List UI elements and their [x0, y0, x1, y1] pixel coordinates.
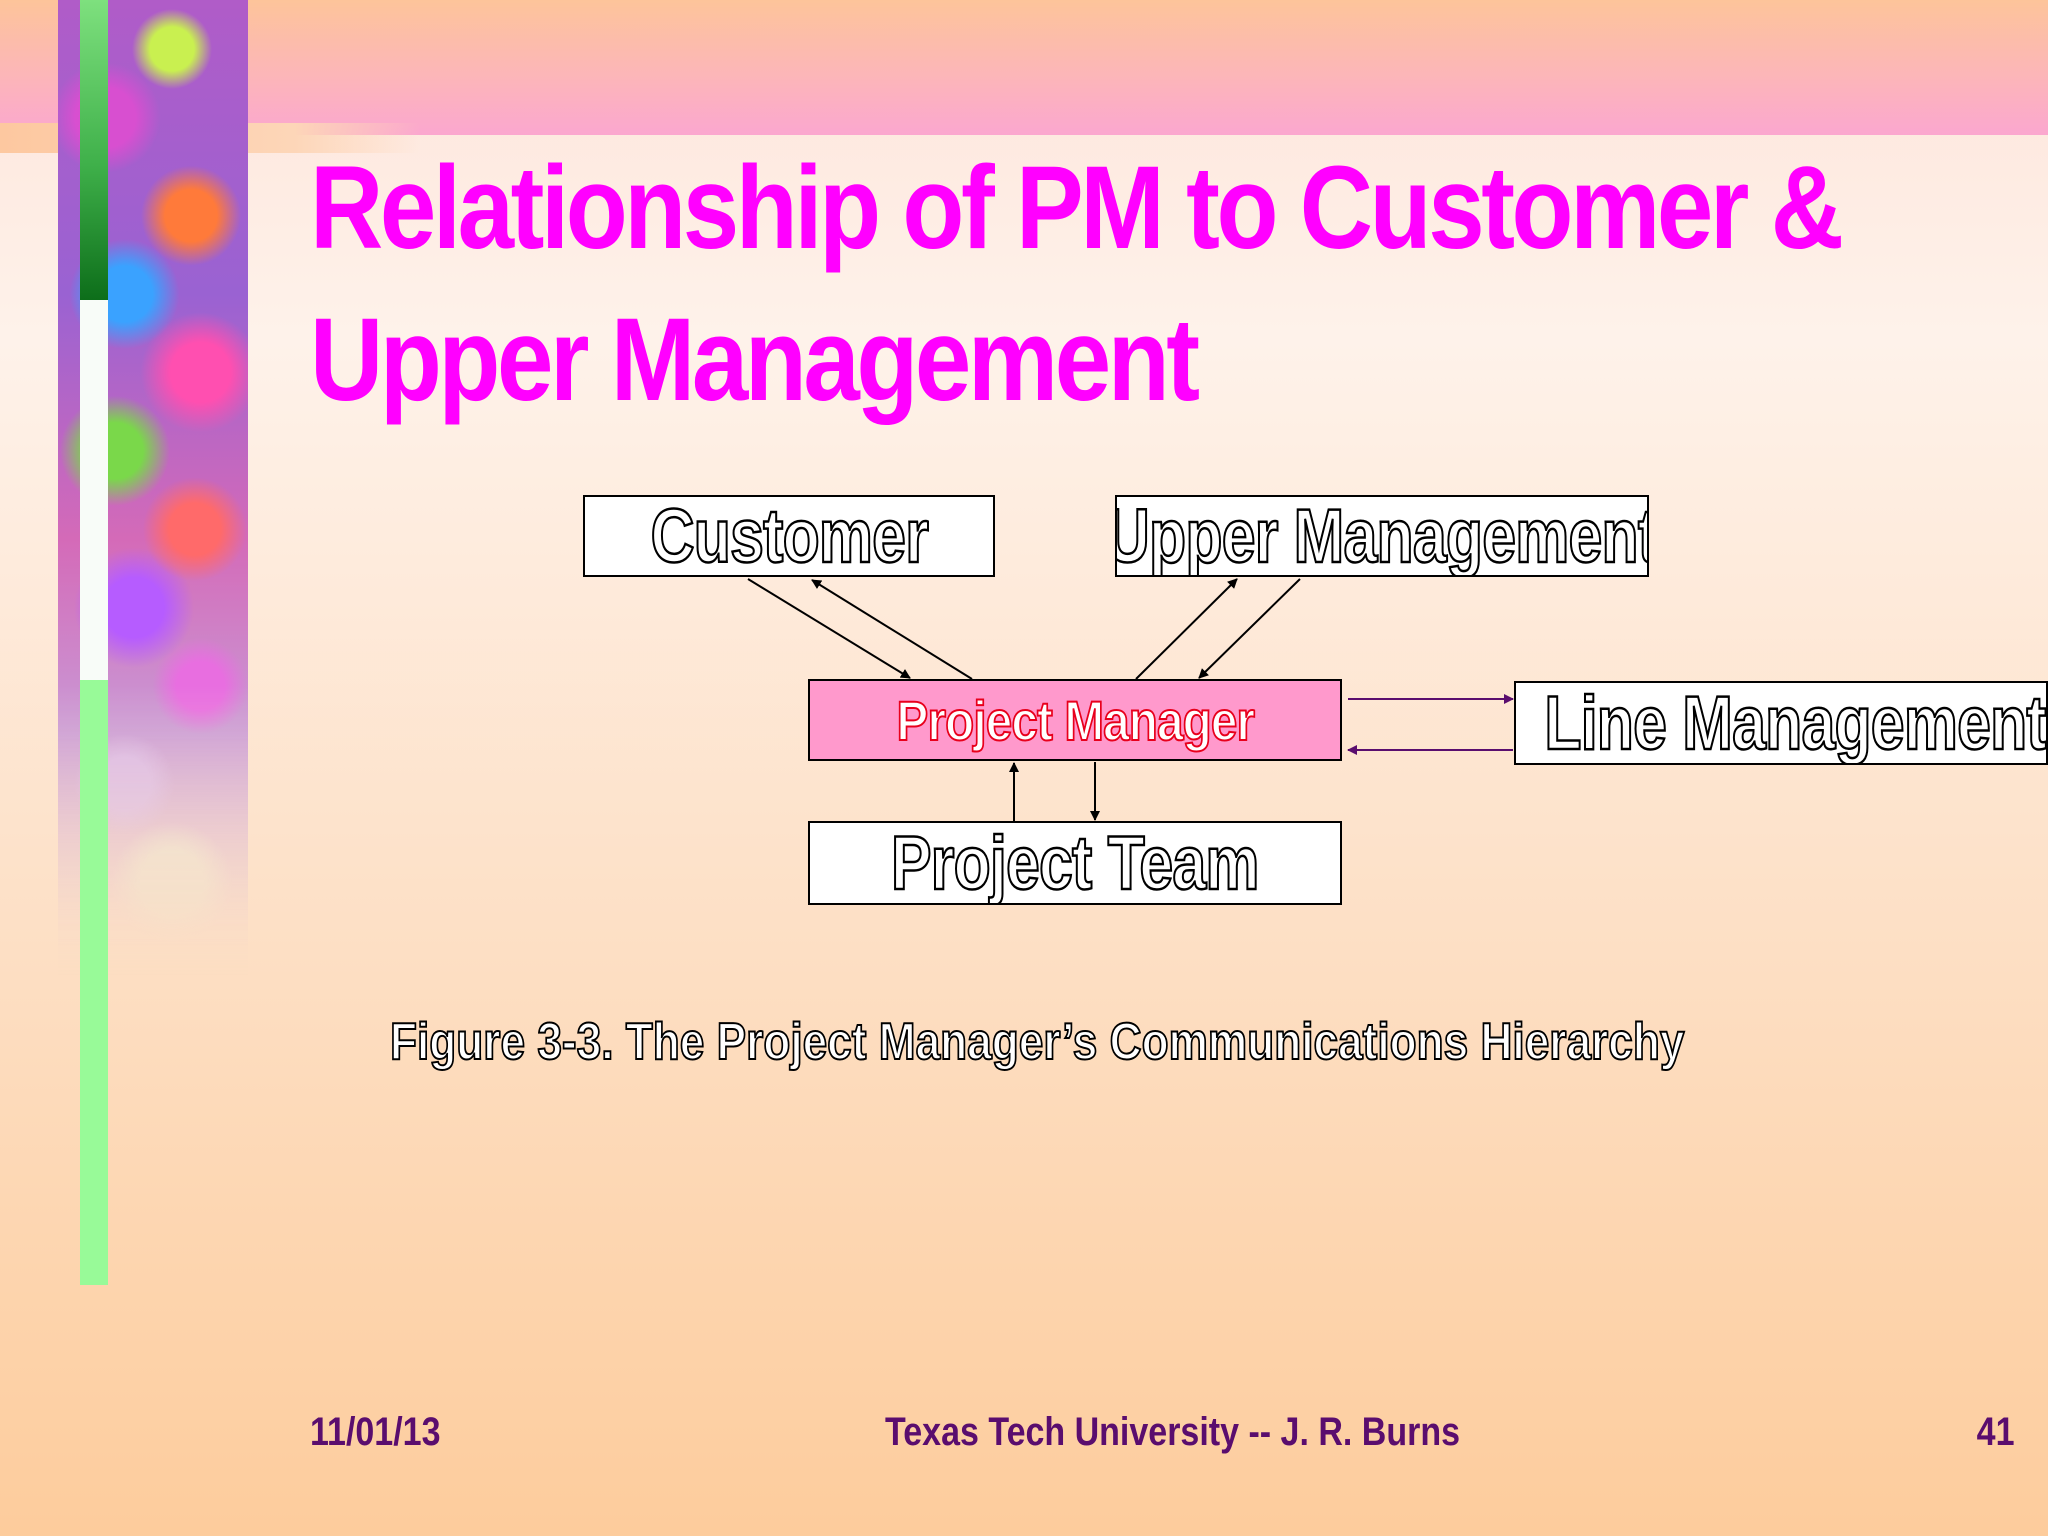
slide-title: Relationship of PM to Customer & Upper M… [310, 132, 1844, 436]
arrow-pm-to-customer [811, 579, 973, 680]
line-management-box: Line Management [1514, 681, 2048, 765]
slide-title-line-2: Upper Management [310, 294, 1200, 426]
top-band [0, 0, 2048, 135]
white-accent-stripe [80, 300, 108, 680]
figure-caption: Figure 3-3. The Project Manager’s Commun… [389, 1012, 1685, 1072]
footer-author: Texas Tech University -- J. R. Burns [885, 1410, 1461, 1454]
customer-label: Customer [649, 495, 929, 577]
project-manager-label: Project Manager [895, 688, 1255, 753]
project-team-box: Project Team [808, 821, 1342, 905]
arrow-pm-to-upper-management [1135, 578, 1238, 680]
upper-management-label: Upper Management [1115, 495, 1649, 577]
project-team-label: Project Team [890, 821, 1261, 905]
page-number: 41 [1976, 1410, 2014, 1454]
footer-date: 11/01/13 [310, 1410, 441, 1454]
green-accent-stripe [80, 0, 108, 300]
slide-title-line-1: Relationship of PM to Customer & [310, 142, 1844, 274]
project-manager-box: Project Manager [808, 679, 1342, 761]
arrow-upper-management-to-pm [1198, 578, 1301, 679]
arrow-customer-to-pm [747, 578, 911, 679]
upper-management-box: Upper Management [1115, 495, 1649, 577]
light-green-accent-stripe [80, 680, 108, 1285]
line-management-label: Line Management [1543, 681, 2046, 765]
customer-box: Customer [583, 495, 995, 577]
